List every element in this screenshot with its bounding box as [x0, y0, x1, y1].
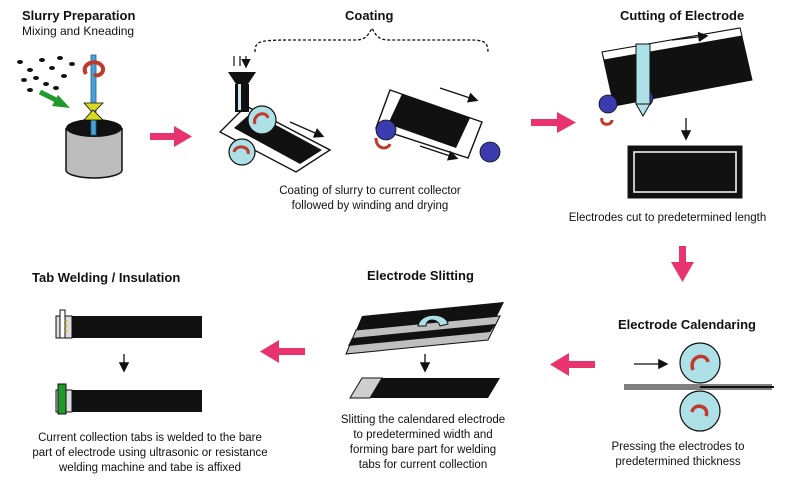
cutting-caption: Electrodes cut to predetermined length [540, 211, 795, 226]
mixer-rotation-arrow [82, 60, 105, 78]
cutting-of-electrode-title: Cutting of Electrode [620, 8, 745, 23]
coating-brace [254, 26, 489, 53]
flow-arrow-4-left [550, 353, 595, 376]
slurry-preparation-title: Slurry Preparation [22, 8, 136, 23]
cut-electrode-sheet [627, 145, 743, 199]
welding-caption-line-3: welding machine and tabe is affixed [59, 462, 241, 474]
slurry-preparation-subtitle: Mixing and Kneading [22, 24, 135, 38]
coating-roller-top [247, 105, 277, 135]
drying-arrow-top [439, 87, 479, 103]
drying-oven [374, 89, 501, 163]
coating-caption-line-2: followed by winding and drying [291, 200, 449, 212]
calendaring-caption-line-2: predetermined thickness [615, 456, 741, 468]
cutting-direction-arrow [671, 31, 709, 43]
slitting-caption-line-4: tabs for current collection [358, 459, 488, 471]
mixer-shaft [83, 54, 104, 136]
welding-caption-line-2: part of electrode using ultrasonic or re… [32, 447, 268, 459]
coating-title: Coating [345, 8, 394, 23]
coating-roller-bottom [228, 138, 256, 166]
coating-hopper [228, 56, 256, 112]
flow-arrow-3-down [671, 246, 694, 282]
cutting-web [598, 27, 753, 126]
calendaring-caption-line-1: Pressing the electrodes to [611, 441, 745, 453]
calendaring-sheet [624, 384, 772, 390]
slit-electrode-strip [349, 377, 500, 399]
cutter-blade [635, 43, 651, 117]
coating-web [218, 105, 332, 173]
calendar-roller-top [679, 342, 721, 384]
flow-arrow-5-left [260, 340, 305, 363]
coating-caption: Coating of slurry to current collector f… [250, 184, 490, 214]
slitting-caption-line-3: forming bare part for welding [349, 444, 497, 456]
flow-arrow-2 [531, 112, 576, 133]
cutting-caption-line-1: Electrodes cut to predetermined length [568, 212, 767, 224]
electrode-after-welding [55, 383, 202, 415]
welding-caption-line-1: Current collection tabs is welded to the… [38, 432, 262, 444]
calendaring-caption: Pressing the electrodes to predetermined… [578, 440, 778, 470]
welding-caption: Current collection tabs is welded to the… [10, 431, 290, 476]
slitting-caption-line-1: Slitting the calendared electrode [340, 414, 506, 426]
electrode-before-welding [55, 309, 202, 339]
electrode-calendaring-title: Electrode Calendaring [618, 317, 756, 332]
slitting-caption: Slitting the calendared electrode to pre… [318, 413, 528, 473]
slitting-sheets [345, 302, 504, 355]
calendar-roller-bottom [679, 390, 721, 432]
coating-caption-line-1: Coating of slurry to current collector [279, 185, 461, 197]
slitting-caption-line-2: to predetermined width and [353, 429, 493, 441]
electrode-slitting-title: Electrode Slitting [367, 268, 474, 283]
slurry-particles [17, 56, 75, 92]
coating-direction-arrow [289, 121, 325, 138]
flow-arrow-1 [150, 126, 192, 147]
drying-arrow-bottom [419, 145, 459, 161]
tab-welding-title: Tab Welding / Insulation [32, 270, 181, 285]
